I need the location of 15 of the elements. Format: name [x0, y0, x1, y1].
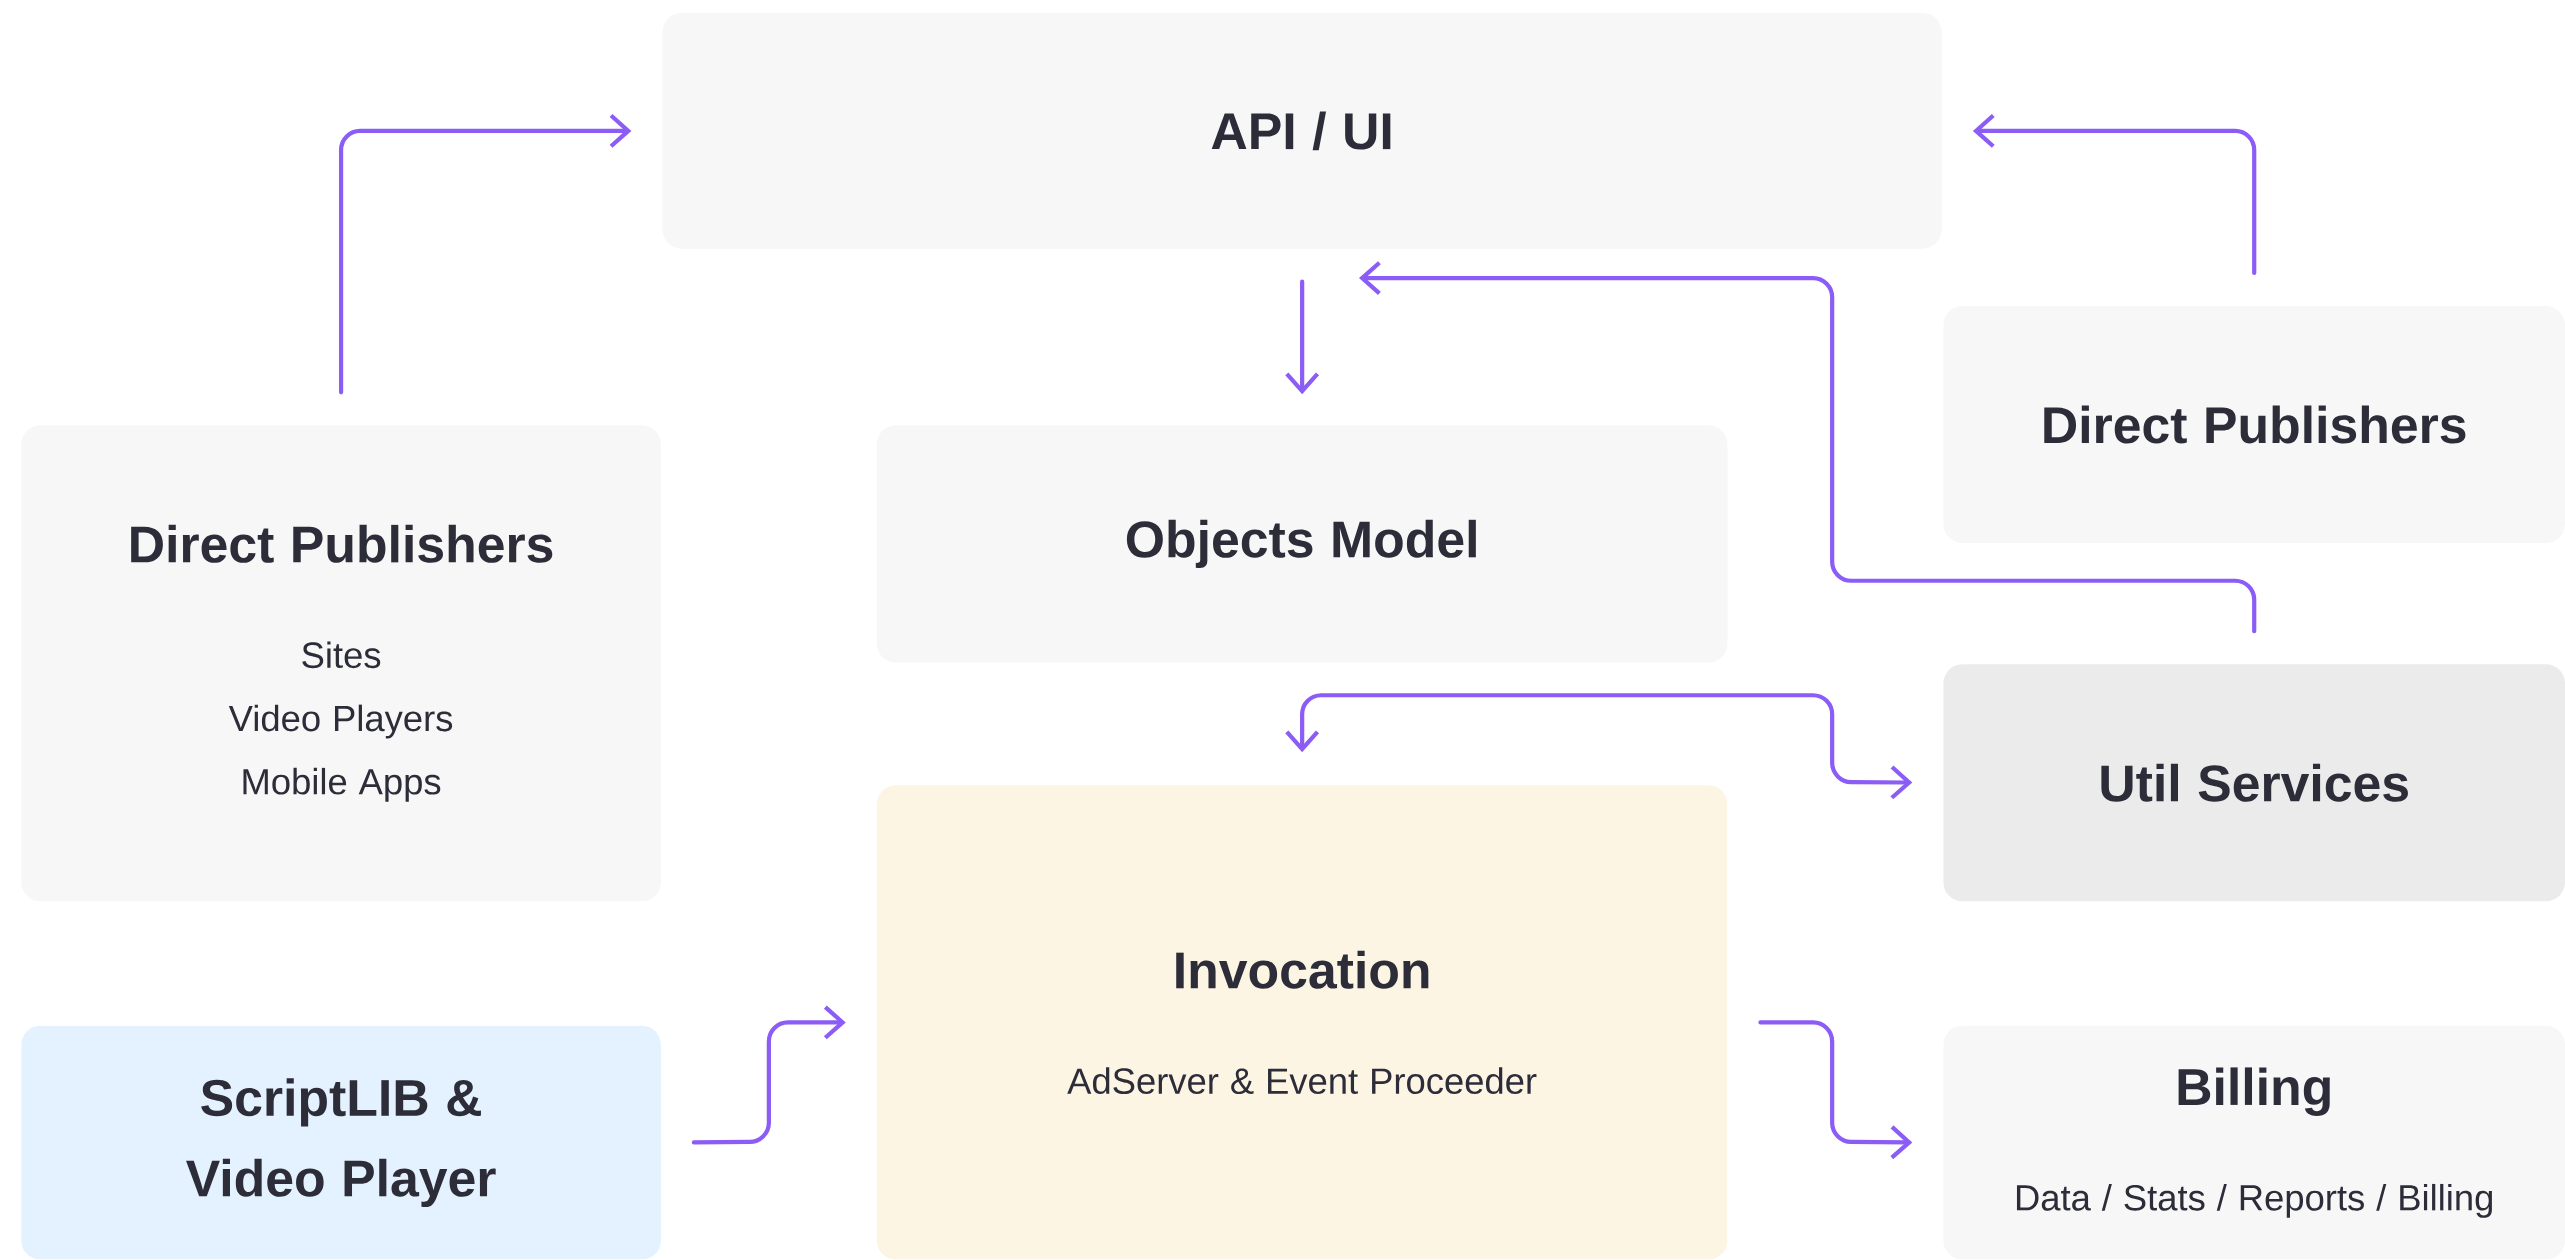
process-box: ScriptLIB & Video Player: [21, 1025, 661, 1260]
arrow: [338, 114, 632, 395]
arrow: [691, 1005, 846, 1145]
arrow: [1359, 261, 2257, 634]
process-box: Direct Publishers: [1943, 306, 2565, 544]
arrow: [1972, 114, 2257, 276]
arrow: [1285, 279, 1320, 395]
process-box: Billing Data / Stats / Reports / Billing: [1943, 1025, 2565, 1260]
process-box: Objects Model: [876, 425, 1728, 663]
arrow: [1758, 1020, 1913, 1160]
process-box: Util Services: [1943, 664, 2565, 902]
process-box: Direct Publishers Sites Video Players Mobile Apps: [21, 425, 661, 902]
arrow: [1285, 693, 1913, 800]
process-box: Invocation AdServer & Event Proceeder: [876, 785, 1728, 1260]
process-box: API / UI: [662, 13, 1942, 249]
